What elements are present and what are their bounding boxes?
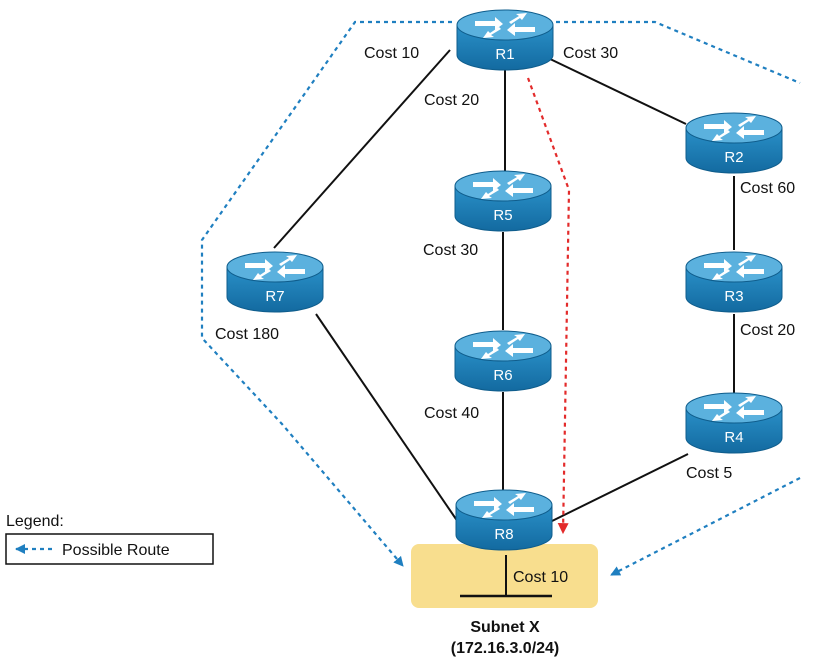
chosen-route: [526, 77, 571, 535]
subnet-prefix: (172.16.3.0/24): [451, 640, 560, 657]
link-r4-r8: [549, 453, 689, 523]
router-r2: R2: [685, 112, 783, 174]
router-arrows-icon: [704, 116, 764, 141]
router-label: R8: [494, 526, 513, 543]
cost-r7-r8: Cost 180: [215, 326, 279, 343]
cost-r4-r8: Cost 5: [686, 465, 732, 482]
router-r5: R5: [454, 170, 552, 232]
possible-route-left: [200, 20, 452, 567]
legend-title: Legend:: [6, 513, 64, 530]
router-arrows-icon: [473, 334, 533, 359]
legend-box: [5, 533, 214, 565]
router-top: [454, 170, 552, 202]
link-r1-r7: [273, 49, 451, 249]
links: [273, 49, 735, 523]
cost-r6-r8: Cost 40: [424, 405, 479, 422]
router-label: R4: [724, 429, 743, 446]
router-r3: R3: [685, 251, 783, 313]
possible-route-right: [556, 20, 801, 85]
router-top: [685, 392, 783, 424]
link-r7-r8: [315, 313, 459, 523]
router-top: [685, 251, 783, 283]
router-top: [226, 251, 324, 283]
router-arrows-icon: [704, 255, 764, 280]
cost-r1-r2: Cost 30: [563, 45, 618, 62]
router-arrows-icon: [704, 396, 764, 421]
router-label: R6: [493, 367, 512, 384]
router-r7: R7: [226, 251, 324, 313]
router-arrows-icon: [475, 13, 535, 38]
cost-r3-r4: Cost 20: [740, 322, 795, 339]
cost-r1-r7: Cost 10: [364, 45, 419, 62]
router-r6: R6: [454, 330, 552, 392]
router-arrows-icon: [473, 174, 533, 199]
subnet-area: [411, 544, 598, 608]
router-label: R1: [495, 46, 514, 63]
router-label: R5: [493, 207, 512, 224]
router-top: [454, 330, 552, 362]
legend: Legend: Possible Route: [5, 513, 214, 565]
subnet-name: Subnet X: [470, 619, 540, 636]
router-top: [685, 112, 783, 144]
cost-r8-subnet: Cost 10: [513, 569, 568, 586]
router-r1: R1: [456, 9, 554, 71]
router-label: R7: [265, 288, 284, 305]
router-top: [456, 9, 554, 41]
cost-r2-r3: Cost 60: [740, 180, 795, 197]
router-top: [455, 489, 553, 521]
router-r4: R4: [685, 392, 783, 454]
router-label: R2: [724, 149, 743, 166]
router-arrows-icon: [245, 255, 305, 280]
legend-entry: Possible Route: [62, 542, 170, 559]
router-arrows-icon: [474, 493, 534, 518]
cost-r5-r6: Cost 30: [423, 242, 478, 259]
possible-route-bottom-right: [610, 477, 801, 576]
router-r8: R8: [455, 489, 553, 551]
link-r1-r2: [547, 57, 687, 125]
cost-r1-r5: Cost 20: [424, 92, 479, 109]
possible-routes: [200, 20, 801, 576]
router-label: R3: [724, 288, 743, 305]
